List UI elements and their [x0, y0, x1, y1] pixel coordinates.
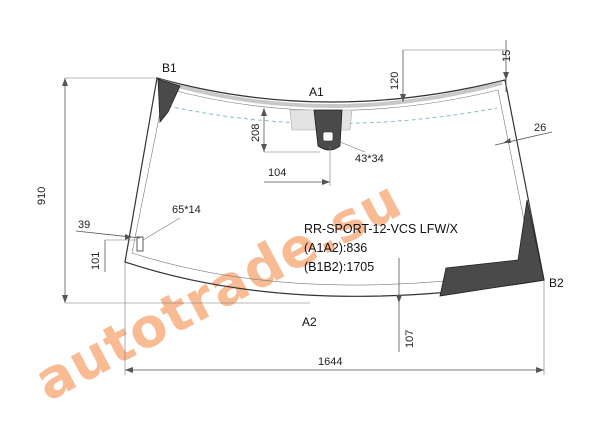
- dim-side-offset: 26: [534, 122, 546, 134]
- spec-b1b2: (B1B2):1705: [304, 260, 374, 274]
- dim-sensor-height: 208: [250, 124, 262, 142]
- sensor-window: [322, 131, 334, 142]
- point-a2: A2: [302, 315, 317, 329]
- dim-left-lower: 101: [90, 252, 102, 270]
- point-a1: A1: [309, 85, 324, 99]
- dim-overall-height: 910: [36, 187, 48, 205]
- dim-left-offset: 39: [78, 219, 90, 231]
- point-b1: B1: [162, 61, 177, 75]
- vin-window: [136, 236, 144, 252]
- top-band: [159, 79, 503, 108]
- spec-model: RR-SPORT-12-VCS LFW/X: [304, 222, 459, 236]
- frit-corner-top-left: [157, 78, 181, 124]
- watermark: autotrade.su: [25, 168, 412, 414]
- spec-a1a2: (A1A2):836: [304, 241, 367, 255]
- mirror-pad: [313, 109, 343, 151]
- dim-sensor-width: 104: [268, 167, 286, 179]
- dim-mirror-pad: 43*34: [355, 153, 384, 165]
- dim-vin-window: 65*14: [172, 204, 201, 216]
- dim-bottom-offset: 107: [404, 330, 416, 348]
- dim-overall-width: 1644: [318, 356, 342, 368]
- dim-top-offset: 120: [389, 72, 401, 90]
- point-b2: B2: [549, 276, 564, 290]
- dim-top-edge: 15: [501, 50, 513, 62]
- frit-corner-bottom-right: [439, 199, 545, 297]
